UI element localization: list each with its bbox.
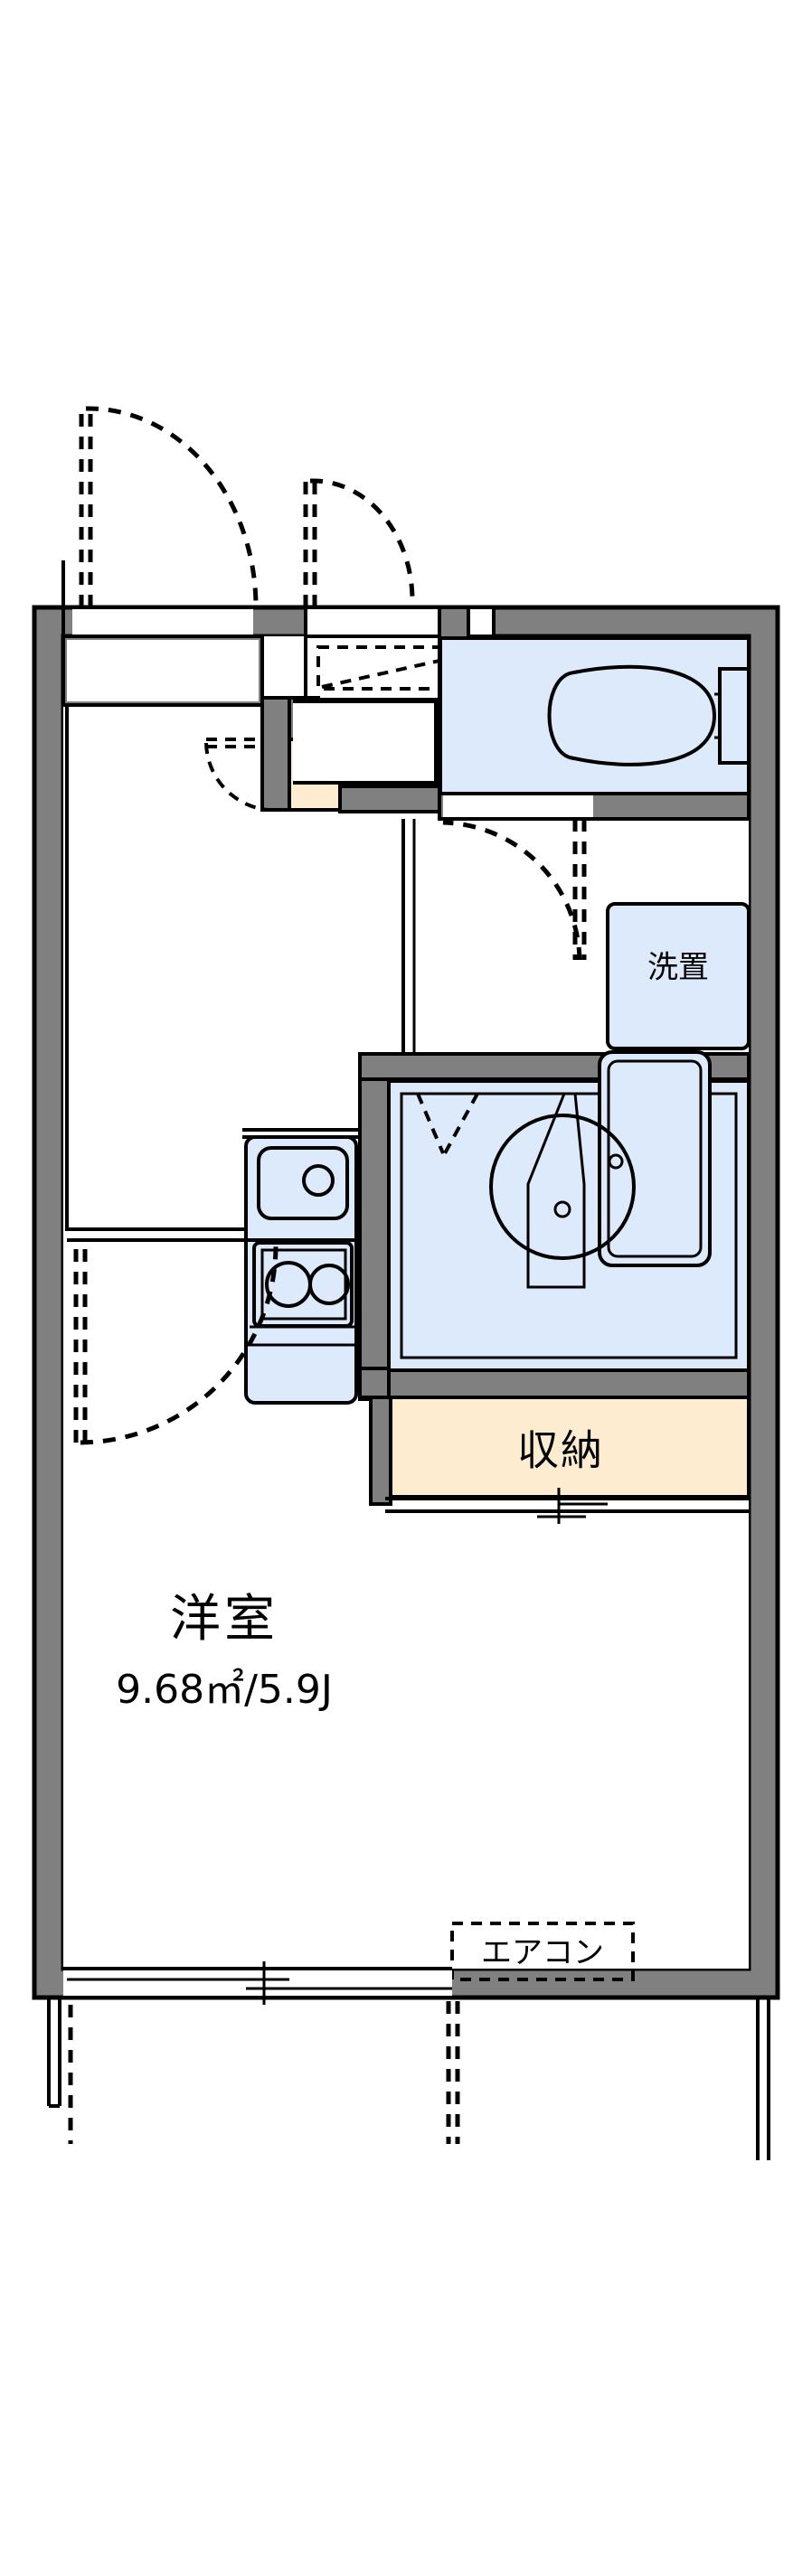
entrance-upper-arc	[309, 478, 415, 602]
sink-drain	[302, 1164, 335, 1197]
basin-counter	[526, 1092, 586, 1289]
closet-floor	[383, 1396, 751, 1499]
washbasin-icon	[489, 1092, 636, 1289]
washer-pan	[606, 902, 751, 1050]
balcony-dash-mid	[446, 2001, 460, 2144]
basin-drain	[553, 1200, 571, 1218]
hall-door[interactable]	[73, 1243, 279, 1445]
window-frame	[63, 1967, 452, 1999]
balcony-rail	[47, 1999, 61, 2108]
closet-label: 収納	[517, 1426, 604, 1475]
main-room-label: 洋室	[170, 1590, 279, 1649]
corridor-floor-outline	[293, 700, 438, 785]
entrance-upper-dash-left	[303, 481, 317, 607]
genkan-floor	[67, 640, 259, 701]
washer-label: 洗置	[647, 950, 709, 986]
corridor-wall-bottom	[338, 785, 441, 813]
burner-right	[308, 1264, 350, 1305]
aircon-box	[450, 1922, 635, 1981]
closet-small-door-leaf	[206, 738, 262, 748]
bath-wall-left	[358, 1052, 391, 1401]
stove-top	[260, 1248, 347, 1321]
bath-wall-bottom	[358, 1367, 751, 1399]
toilet-door-threshold	[443, 792, 593, 821]
closet-small-door-arc	[204, 742, 269, 812]
hall-door-leaf	[73, 1249, 88, 1443]
entrance-door[interactable]	[79, 406, 259, 607]
entrance-door-swing-arc	[85, 406, 259, 605]
corridor-floor	[293, 701, 438, 783]
kitchen-front-edge	[246, 1325, 358, 1347]
aircon-label: エアコン	[481, 1935, 604, 1971]
basin-bowl	[489, 1114, 636, 1260]
toilet-door[interactable]	[442, 819, 587, 961]
toilet-floor	[439, 636, 751, 795]
toilet-room	[438, 606, 751, 821]
entrance-doorway-gap	[72, 607, 253, 636]
toilet-doorway-gap	[443, 794, 593, 819]
two-burner-stove-icon	[252, 1241, 354, 1328]
storage-closet: 収納	[358, 1367, 751, 1524]
washer-space: 洗置	[606, 902, 751, 1050]
kitchen	[242, 1128, 360, 1405]
closet-door-mark	[537, 1488, 608, 1524]
corridor-wall-top-seg	[260, 696, 291, 812]
air-conditioner: エアコン	[450, 1922, 635, 1981]
window-gap	[63, 1969, 452, 1998]
closet-sliding-door	[385, 1497, 749, 1513]
bath-folding-door-marks	[416, 1093, 479, 1154]
toilet-door-swing-arc	[442, 820, 582, 961]
entrance-door-leaf	[79, 409, 93, 607]
balcony-window[interactable]	[63, 1961, 452, 2005]
toilet-icon	[547, 664, 751, 766]
closet-wall-left-lower	[369, 1396, 392, 1506]
shoe-cabinet-diagonal	[321, 647, 493, 689]
hall-room-divider	[67, 1227, 360, 1242]
balcony-rail-right	[756, 1999, 770, 2160]
sink-icon	[257, 1146, 349, 1220]
bathtub-drain	[608, 1153, 624, 1170]
main-room-area-label: 9.68㎡/5.9J	[116, 1667, 333, 1713]
closet-wall-left	[358, 1367, 391, 1399]
closet-small-door[interactable]	[204, 738, 269, 812]
unit-bath	[358, 1050, 751, 1401]
